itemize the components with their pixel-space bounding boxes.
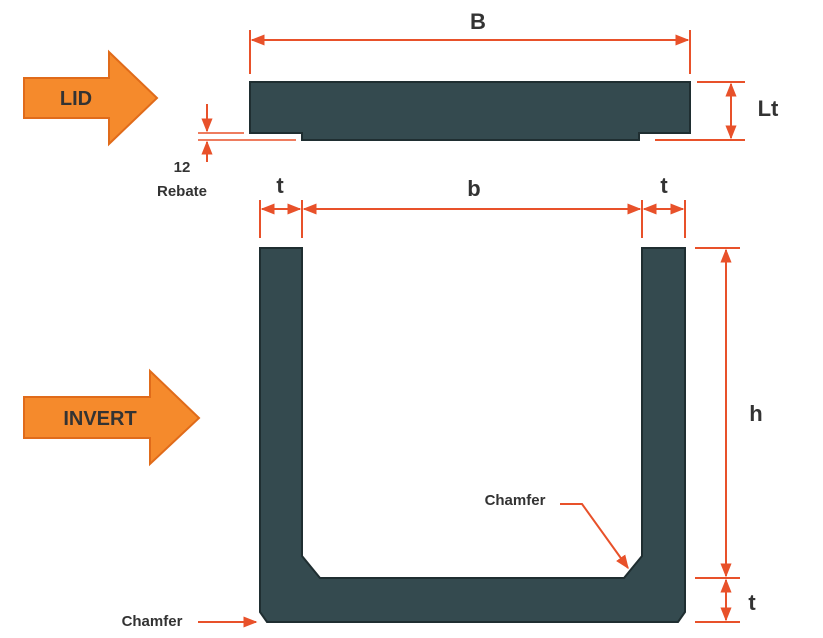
lid-slab [249, 81, 691, 141]
label-b: b [467, 176, 480, 201]
lid-arrow: LID [23, 49, 159, 147]
lid-label: LID [60, 88, 92, 110]
chamfer-outer-label: Chamfer [122, 613, 183, 630]
label-Lt: Lt [758, 96, 779, 121]
rebate-value: 12 [174, 159, 191, 176]
invert-label: INVERT [63, 408, 136, 430]
label-t-left: t [276, 173, 284, 198]
dimension-t-right: t [642, 173, 686, 238]
invert-arrow: INVERT [23, 368, 201, 467]
rebate-label: Rebate [157, 183, 207, 200]
label-h: h [749, 401, 762, 426]
dimension-B: B [249, 9, 691, 74]
dimension-b: b [302, 176, 643, 238]
label-t-bottom: t [748, 590, 756, 615]
label-B: B [470, 9, 486, 34]
label-t-right: t [660, 173, 668, 198]
chamfer-outer-callout: Chamfer [122, 613, 258, 630]
chamfer-inner-label: Chamfer [485, 492, 546, 509]
chamfer-inner-callout: Chamfer [485, 492, 629, 570]
dimension-t-left: t [259, 173, 303, 238]
invert-channel [259, 247, 686, 623]
dimension-rebate: 12 Rebate [157, 104, 296, 200]
dimension-Lt: Lt [655, 81, 779, 141]
dimension-t-bottom: t [695, 578, 756, 623]
dimension-h: h [695, 247, 763, 579]
